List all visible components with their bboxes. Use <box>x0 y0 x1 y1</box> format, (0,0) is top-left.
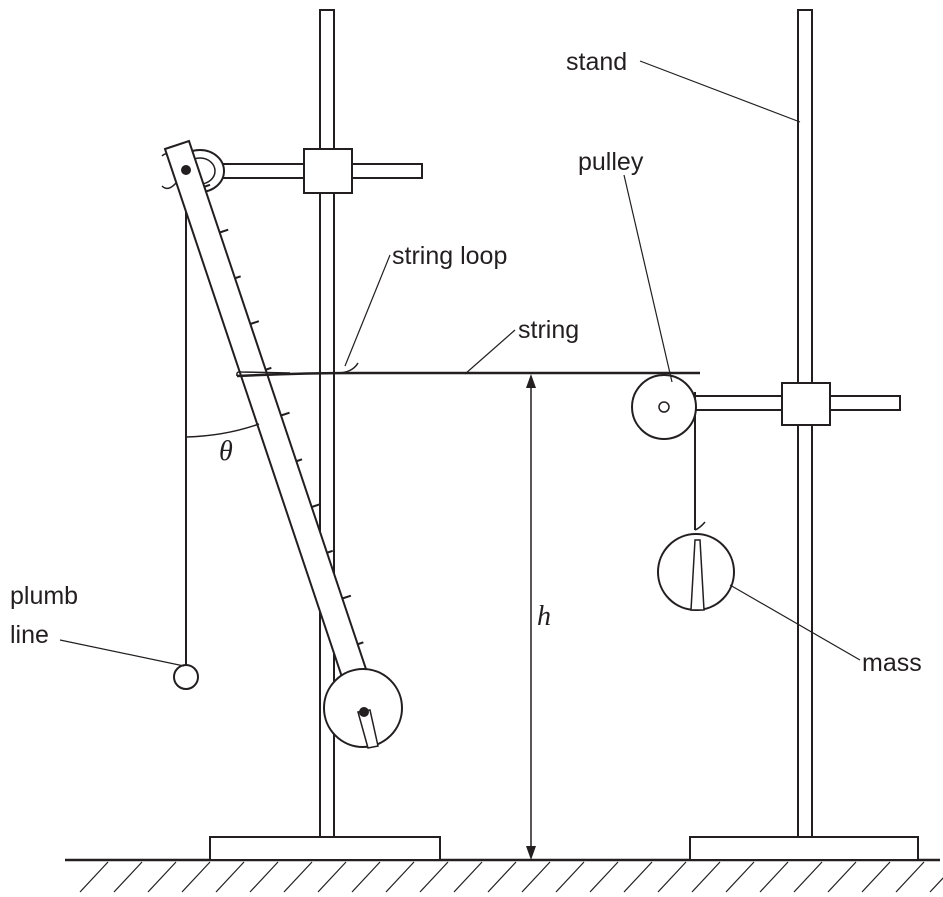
label-plumb: plumb <box>10 582 78 610</box>
pendulum-ruler <box>163 139 403 749</box>
left-clamp-boss <box>303 148 353 194</box>
label-theta: θ <box>219 436 233 467</box>
left-stand <box>209 9 441 861</box>
label-line: line <box>10 621 49 649</box>
label-string: string <box>518 316 579 344</box>
label-stand: stand <box>566 48 627 76</box>
label-h: h <box>537 601 551 632</box>
label-pulley: pulley <box>578 148 644 176</box>
pulley <box>631 374 697 440</box>
right-clamp-boss <box>781 382 831 426</box>
pivot-pin <box>181 165 191 175</box>
plumb-bob <box>173 664 199 690</box>
label-string-loop: string loop <box>392 242 507 270</box>
hanging-mass <box>657 521 735 611</box>
string-loop <box>336 362 359 374</box>
height-arrow <box>526 374 536 860</box>
label-mass: mass <box>862 649 922 677</box>
plumb-line <box>173 170 199 690</box>
ground-hatching <box>79 861 943 893</box>
angle-theta <box>185 423 260 438</box>
label-leaders <box>59 60 861 667</box>
ground <box>65 858 943 893</box>
right-stand <box>689 9 919 861</box>
ruler-scale <box>204 183 364 646</box>
